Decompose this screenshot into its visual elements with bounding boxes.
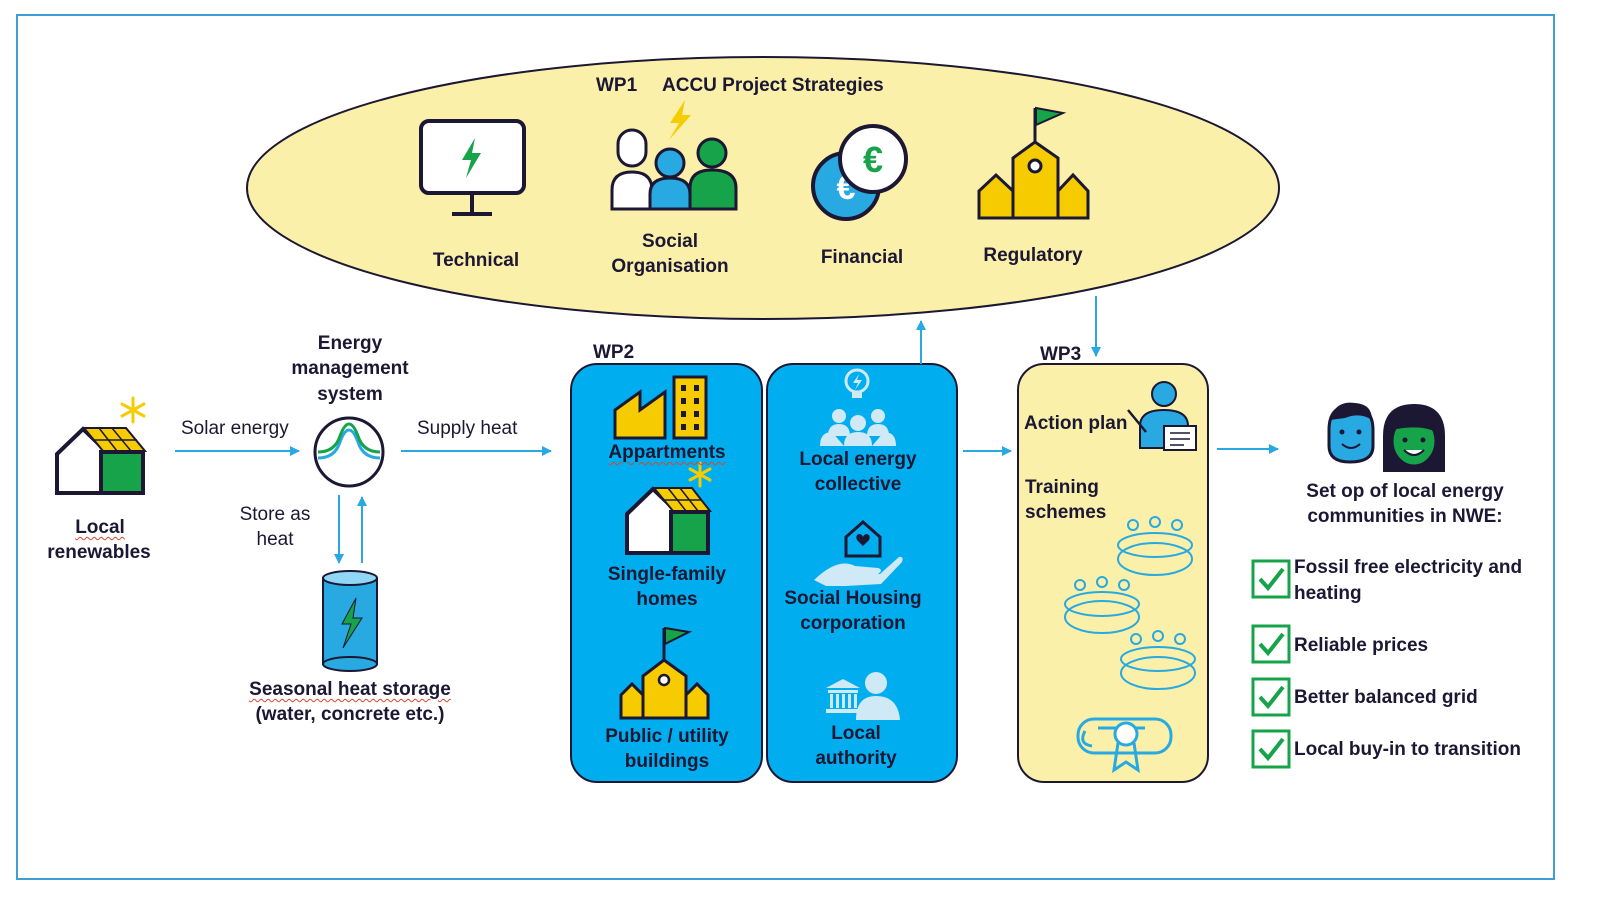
wp2-tag: WP2 — [593, 342, 635, 363]
diploma-icon — [1076, 717, 1173, 774]
check-icon — [1251, 677, 1291, 717]
outcomes-heading-2: communities in NWE: — [1307, 506, 1503, 527]
check-icon — [1251, 729, 1291, 769]
meeting-table-icon — [1117, 516, 1193, 576]
wp2-buildings-panel — [570, 363, 763, 783]
label-storage-1-text: Seasonal heat storage — [249, 679, 451, 700]
label-storage-2: (water, concrete etc.) — [255, 704, 445, 725]
local-authority-icon — [826, 672, 900, 720]
label-store-1: Store as — [239, 504, 311, 525]
wp1-tag: WP1 — [596, 75, 638, 96]
label-regulatory: Regulatory — [983, 245, 1083, 266]
checklist-item-fossil-1: Fossil free electricity and — [1294, 557, 1523, 578]
monitor-bolt-icon — [419, 119, 526, 216]
town-hall-icon — [977, 106, 1090, 220]
label-solar-energy: Solar energy — [181, 418, 289, 439]
label-ems-2: management — [291, 358, 409, 379]
label-housing-2: corporation — [800, 613, 906, 634]
label-housing-1: Social Housing — [784, 588, 922, 609]
label-single-family-2: homes — [636, 589, 698, 610]
wp3-tag: WP3 — [1040, 344, 1082, 365]
checklist-item-prices: Reliable prices — [1294, 635, 1429, 656]
people-group-icon — [610, 100, 738, 211]
wp3-panel — [1017, 363, 1209, 783]
single-family-house-icon — [625, 461, 713, 555]
label-action-plan: Action plan — [1024, 413, 1128, 434]
label-training-1: Training — [1025, 477, 1099, 498]
label-collective-2: collective — [814, 474, 902, 495]
meeting-table-icon — [1120, 630, 1196, 690]
checklist-item-buy-in: Local buy-in to transition — [1294, 739, 1521, 760]
label-collective-1: Local energy — [799, 449, 917, 470]
energy-management-icon — [313, 416, 385, 488]
checklist-item-grid: Better balanced grid — [1294, 687, 1478, 708]
euro-coins-icon: € € — [811, 124, 908, 221]
svg-text:€: € — [863, 139, 883, 180]
label-financial: Financial — [820, 247, 904, 268]
teacher-icon — [1127, 381, 1197, 451]
label-store-2: heat — [256, 529, 294, 550]
outcomes-heading-1: Set op of local energy — [1306, 481, 1504, 502]
label-renewables-1: Local — [75, 517, 125, 538]
label-single-family-1: Single-family — [607, 564, 727, 585]
label-public-1: Public / utility — [605, 726, 729, 747]
public-building-icon — [619, 626, 710, 720]
label-authority-1: Local — [831, 723, 881, 744]
label-technical: Technical — [432, 250, 520, 271]
apartments-icon — [613, 375, 708, 440]
label-public-2: buildings — [624, 751, 710, 772]
label-training-2: schemes — [1025, 502, 1107, 523]
heat-storage-icon — [322, 570, 378, 672]
community-faces-icon — [1327, 402, 1445, 472]
label-ems-3: system — [317, 384, 383, 405]
label-storage-1: Seasonal heat storage — [240, 677, 460, 702]
check-icon — [1251, 559, 1291, 599]
solar-house-icon — [55, 396, 148, 495]
outer-frame — [16, 14, 1555, 880]
label-social-1: Social — [642, 231, 698, 252]
label-authority-2: authority — [815, 748, 897, 769]
meeting-table-icon — [1064, 576, 1140, 634]
social-housing-icon — [814, 519, 903, 586]
label-ems-1: Energy — [317, 333, 383, 354]
checklist-item-fossil-2: heating — [1294, 583, 1362, 604]
label-social-2: Organisation — [611, 256, 729, 277]
label-appartments: Appartments — [608, 442, 726, 463]
label-supply-heat: Supply heat — [417, 418, 518, 439]
check-icon — [1251, 624, 1291, 664]
label-renewables-2: renewables — [47, 542, 151, 563]
energy-collective-icon — [820, 368, 896, 446]
wp1-title: ACCU Project Strategies — [662, 75, 884, 96]
